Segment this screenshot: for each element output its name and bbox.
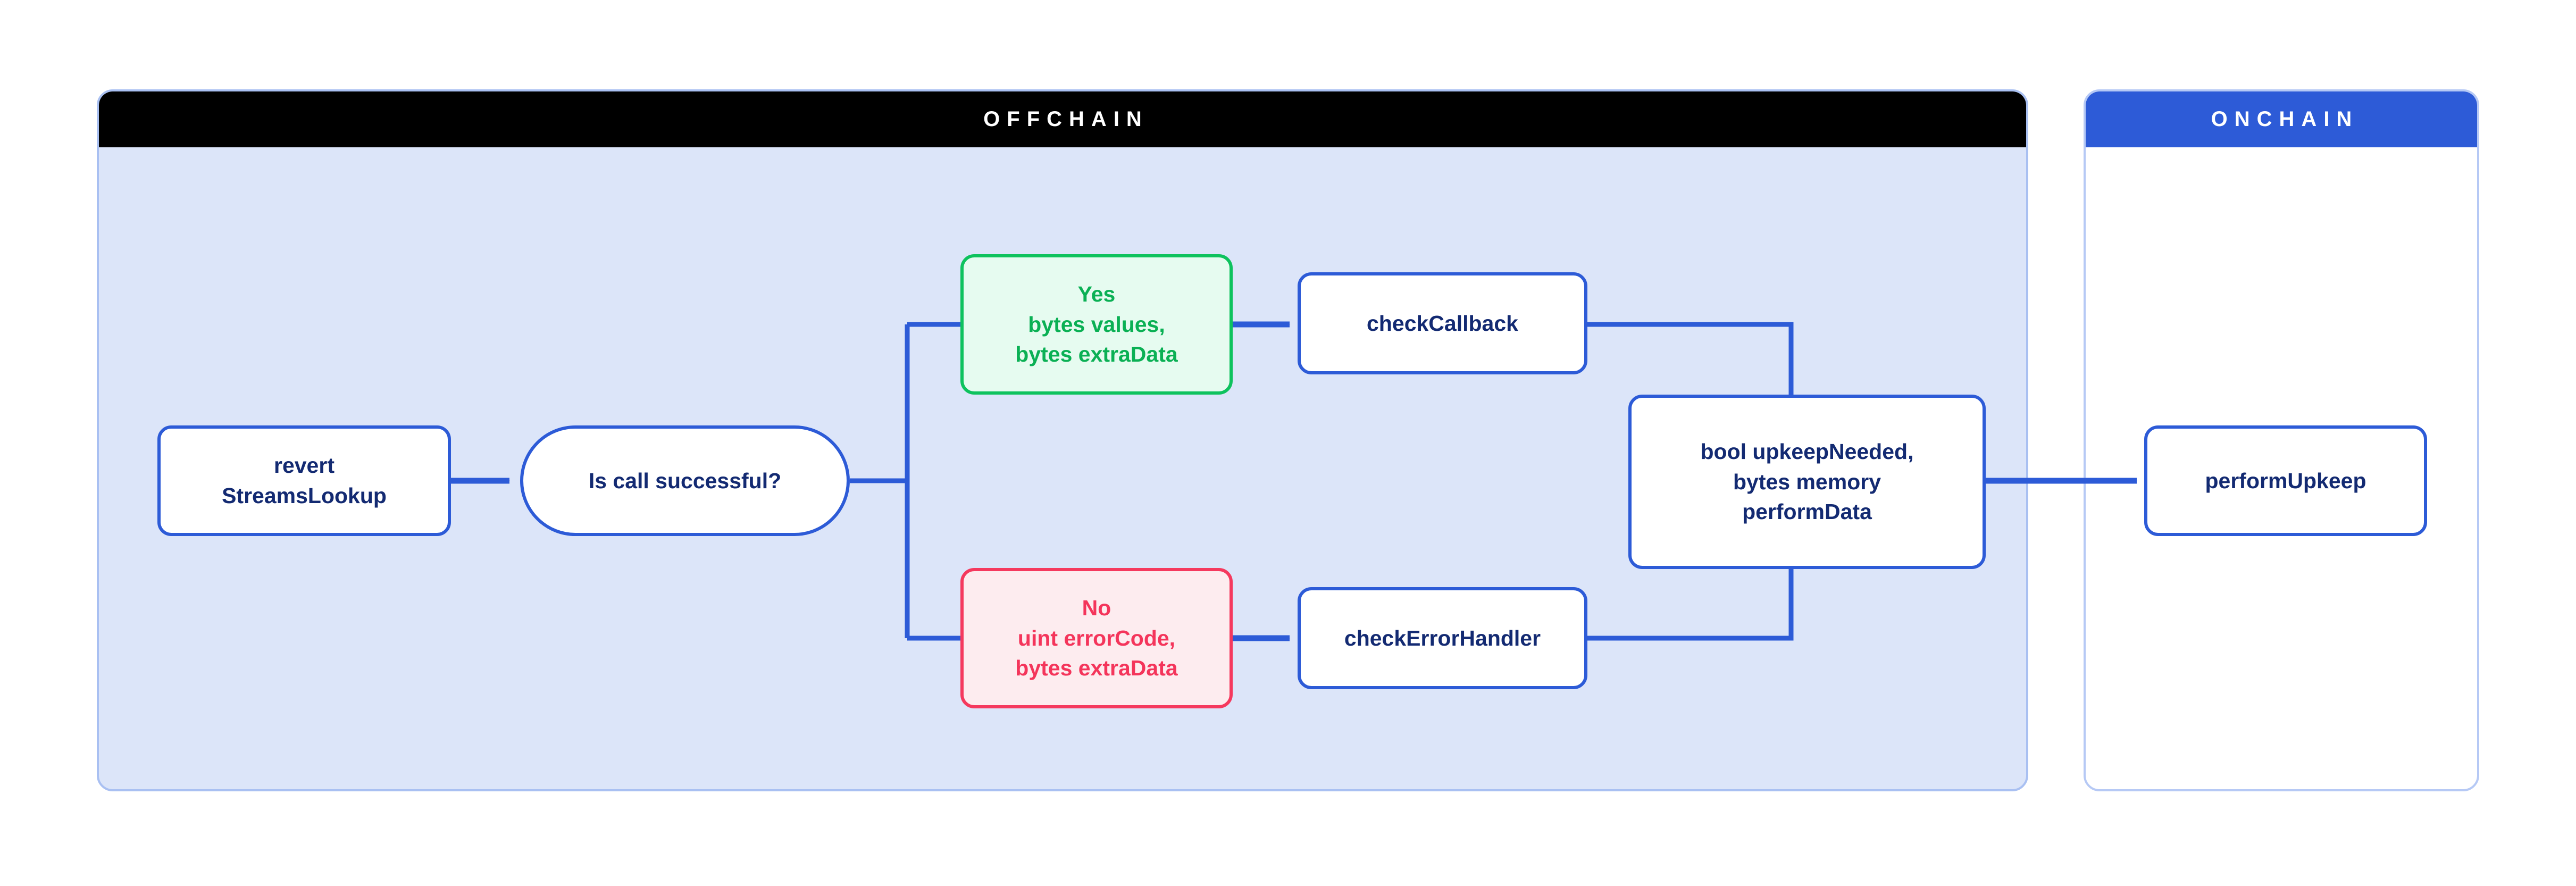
node-check-callback[interactable]: checkCallback	[1298, 272, 1587, 374]
node-revert-streams-lookup[interactable]: revert StreamsLookup	[157, 425, 451, 536]
onchain-panel-title: ONCHAIN	[2086, 91, 2477, 147]
node-yes-branch[interactable]: Yes bytes values, bytes extraData	[960, 254, 1233, 395]
node-check-error-handler[interactable]: checkErrorHandler	[1298, 587, 1587, 689]
node-upkeep-result[interactable]: bool upkeepNeeded, bytes memory performD…	[1628, 395, 1986, 569]
offchain-panel-title: OFFCHAIN	[99, 91, 2026, 147]
node-is-call-successful[interactable]: Is call successful?	[520, 425, 850, 536]
node-no-branch[interactable]: No uint errorCode, bytes extraData	[960, 568, 1233, 708]
node-perform-upkeep[interactable]: performUpkeep	[2144, 425, 2427, 536]
